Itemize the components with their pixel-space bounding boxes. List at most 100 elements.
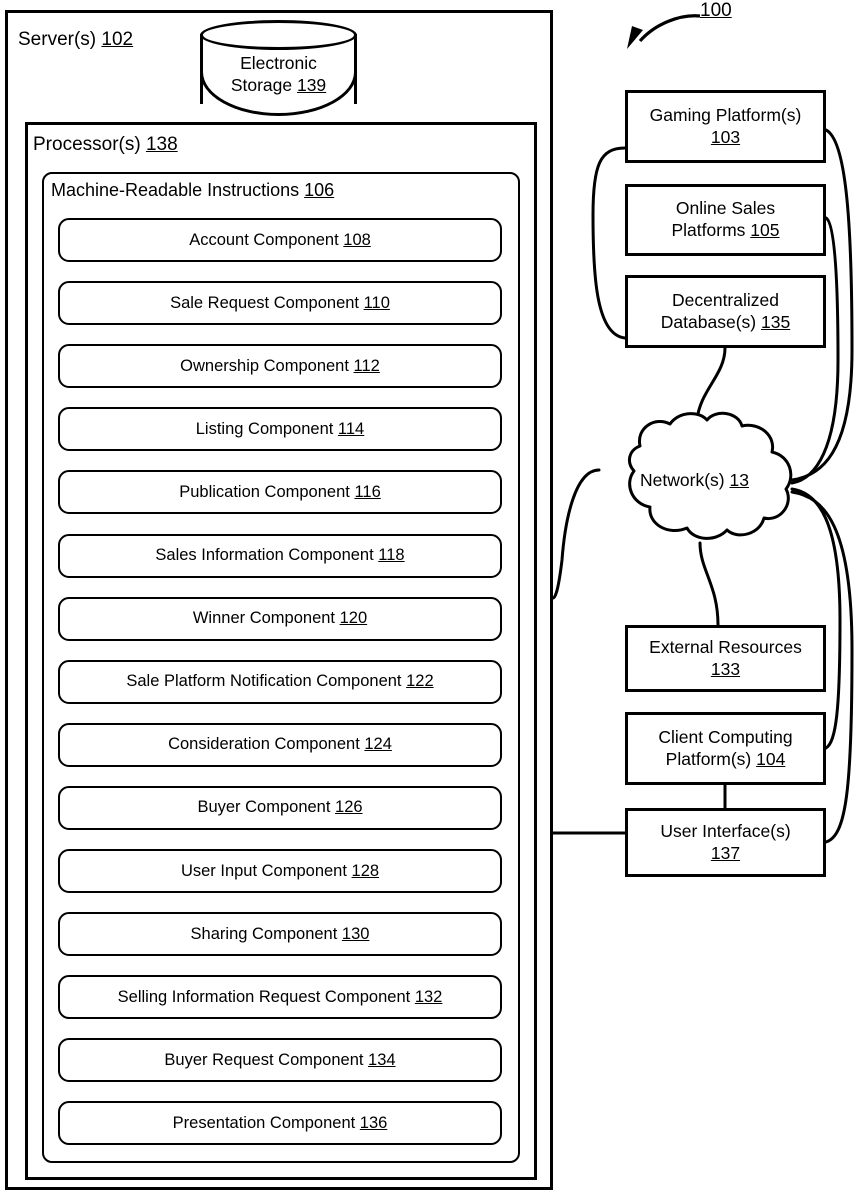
online-sales-platforms-box: Online Sales Platforms 105	[625, 184, 826, 256]
component-112-label-text: Ownership Component	[180, 356, 354, 375]
gaming-platform-label: Gaming Platform(s) 103	[650, 105, 802, 149]
component-108: Account Component 108	[58, 218, 502, 262]
electronic-storage-line2: Storage 139	[200, 74, 357, 96]
component-130-label: Sharing Component 130	[191, 925, 370, 944]
component-126: Buyer Component 126	[58, 785, 502, 830]
decentralized-database-label: Decentralized Database(s) 135	[661, 290, 790, 334]
electronic-storage-line1: Electronic	[240, 53, 317, 73]
component-132-number: 132	[414, 987, 443, 1006]
component-124-label-text: Consideration Component	[168, 735, 365, 754]
user-interface-number: 137	[710, 842, 741, 863]
server-label-number: 102	[101, 29, 134, 50]
component-120-label-text: Winner Component	[192, 609, 340, 628]
component-126-number: 126	[335, 798, 363, 817]
user-interface-line1: User Interface(s)	[660, 820, 791, 841]
electronic-storage: Electronic Storage 139	[200, 20, 357, 118]
component-134: Buyer Request Component 134	[58, 1038, 502, 1083]
figure-reference-number: 100	[700, 0, 732, 21]
electronic-storage-number: 139	[296, 75, 327, 96]
component-122-label-text: Sale Platform Notification Component	[126, 672, 407, 691]
decentralized-db-line2: Database(s)	[660, 311, 761, 332]
component-134-label-text: Buyer Request Component	[164, 1050, 369, 1069]
component-126-label-text: Buyer Component	[197, 798, 336, 817]
component-112-label: Ownership Component 112	[180, 357, 380, 376]
component-116-label-text: Publication Component	[179, 482, 355, 501]
component-116: Publication Component 116	[58, 470, 502, 515]
component-120-label: Winner Component 120	[193, 609, 367, 628]
component-110-label: Sale Request Component 110	[170, 294, 390, 313]
component-108-number: 108	[343, 230, 371, 249]
component-108-label-text: Account Component	[189, 230, 344, 249]
gaming-platform-number: 103	[710, 126, 741, 147]
machine-readable-instructions-label-text: Machine-Readable Instructions	[51, 180, 305, 200]
component-116-number: 116	[354, 482, 381, 501]
external-resources-number: 133	[710, 658, 741, 679]
component-114-label: Listing Component 114	[196, 420, 364, 439]
component-114-number: 114	[337, 419, 365, 438]
electronic-storage-label: Electronic Storage 139	[200, 52, 357, 97]
figure-reference-numeral: 100	[700, 0, 732, 22]
component-110-number: 110	[363, 293, 390, 312]
component-118-label-text: Sales Information Component	[155, 546, 379, 564]
component-118-number: 118	[378, 546, 405, 564]
component-122-number: 122	[406, 672, 434, 691]
component-122-label: Sale Platform Notification Component 122	[126, 672, 433, 691]
decentralized-db-number: 135	[760, 311, 791, 332]
online-sales-line1: Online Sales	[675, 198, 776, 219]
decentralized-db-line1: Decentralized	[671, 289, 779, 310]
online-sales-line2: Platforms	[671, 220, 751, 240]
component-110-label-text: Sale Request Component	[170, 293, 364, 312]
client-computing-platform-box: Client Computing Platform(s) 104	[625, 712, 826, 785]
component-136-label-text: Presentation Component	[172, 1113, 360, 1132]
component-136: Presentation Component 136	[58, 1101, 502, 1146]
component-114: Listing Component 114	[58, 407, 502, 452]
user-interface-box: User Interface(s) 137	[625, 808, 826, 877]
online-sales-platforms-label: Online Sales Platforms 105	[672, 198, 780, 242]
server-label-text: Server(s)	[18, 29, 102, 50]
external-resources-label: External Resources 133	[649, 637, 802, 681]
component-132: Selling Information Request Component 13…	[58, 975, 502, 1020]
component-108-label: Account Component 108	[189, 231, 371, 250]
component-110: Sale Request Component 110	[58, 281, 502, 326]
component-136-number: 136	[359, 1113, 388, 1132]
component-114-label-text: Listing Component	[195, 419, 338, 438]
component-122: Sale Platform Notification Component 122	[58, 659, 502, 704]
component-126-label: Buyer Component 126	[197, 798, 362, 817]
component-124: Consideration Component 124	[58, 722, 502, 767]
electronic-storage-line2-text: Storage	[230, 75, 297, 96]
user-interface-label: User Interface(s) 137	[660, 821, 790, 865]
component-128: User Input Component 128	[58, 849, 502, 893]
component-120: Winner Component 120	[58, 596, 502, 641]
component-128-label: User Input Component 128	[181, 862, 379, 881]
machine-readable-instructions-number: 106	[304, 180, 335, 200]
network-label-text: Network(s)	[640, 470, 730, 490]
client-computing-line2: Platform(s)	[665, 748, 757, 769]
component-132-label-text: Selling Information Request Component	[117, 987, 415, 1006]
component-112-number: 112	[353, 356, 380, 375]
component-132-label: Selling Information Request Component 13…	[118, 988, 443, 1007]
machine-readable-instructions-label: Machine-Readable Instructions 106	[51, 180, 334, 201]
component-128-label-text: User Input Component	[180, 861, 352, 880]
component-120-number: 120	[339, 609, 368, 628]
component-136-label: Presentation Component 136	[173, 1114, 388, 1133]
component-130: Sharing Component 130	[58, 912, 502, 957]
client-computing-line1: Client Computing	[658, 726, 793, 747]
component-134-label: Buyer Request Component 134	[164, 1051, 395, 1070]
external-resources-line1: External Resources	[649, 636, 802, 657]
component-112: Ownership Component 112	[58, 344, 502, 389]
network-label-number: 13	[729, 470, 749, 490]
component-130-number: 130	[341, 924, 370, 943]
external-resources-box: External Resources 133	[625, 625, 826, 692]
component-124-number: 124	[364, 735, 392, 754]
component-130-label-text: Sharing Component	[190, 924, 342, 943]
cloud-icon	[627, 411, 793, 540]
processor-label-text: Processor(s)	[33, 134, 146, 155]
processor-label: Processor(s) 138	[33, 134, 178, 156]
online-sales-number: 105	[750, 220, 780, 240]
component-118: Sales Information Component 118	[58, 533, 502, 578]
component-128-number: 128	[351, 861, 380, 880]
component-116-label: Publication Component 116	[179, 483, 381, 502]
component-118-label: Sales Information Component 118	[155, 546, 404, 565]
